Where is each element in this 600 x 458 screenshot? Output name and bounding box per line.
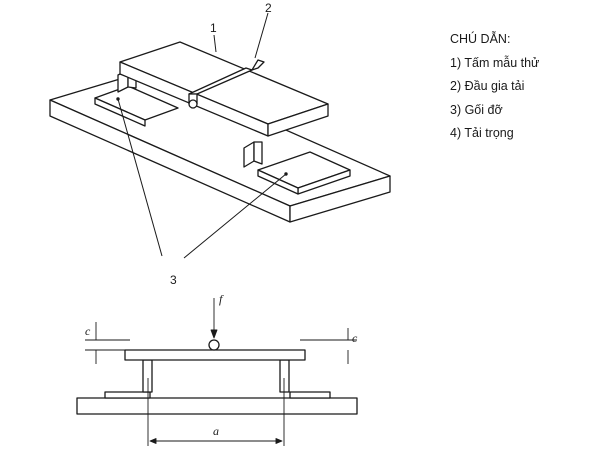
callout-1: 1 (210, 21, 217, 35)
callout-2: 2 (265, 1, 272, 15)
section-support-right (279, 359, 331, 399)
legend-item: 4) Tải trọng (450, 126, 514, 140)
dim-load-label: f (219, 292, 224, 306)
section-load-head (208, 339, 220, 351)
legend-title: CHÚ DẪN: (450, 32, 511, 46)
legend-item: 3) Gối đỡ (450, 102, 503, 117)
loading-bar (188, 59, 265, 109)
section-specimen (124, 349, 306, 361)
support-right (243, 141, 351, 195)
legend-item: 1) Tấm mẫu thử (450, 55, 540, 70)
section-base (76, 397, 358, 415)
dim-thickness-label-left: c (85, 324, 91, 338)
legend-item: 2) Đầu gia tải (450, 79, 525, 93)
callout-3: 3 (170, 273, 177, 287)
section-support-left (104, 359, 153, 399)
legend: CHÚ DẪN: 1) Tấm mẫu thử 2) Đầu gia tải 3… (450, 28, 539, 146)
dim-thickness-label-right: c (352, 331, 358, 345)
dim-span-label: a (213, 424, 219, 438)
